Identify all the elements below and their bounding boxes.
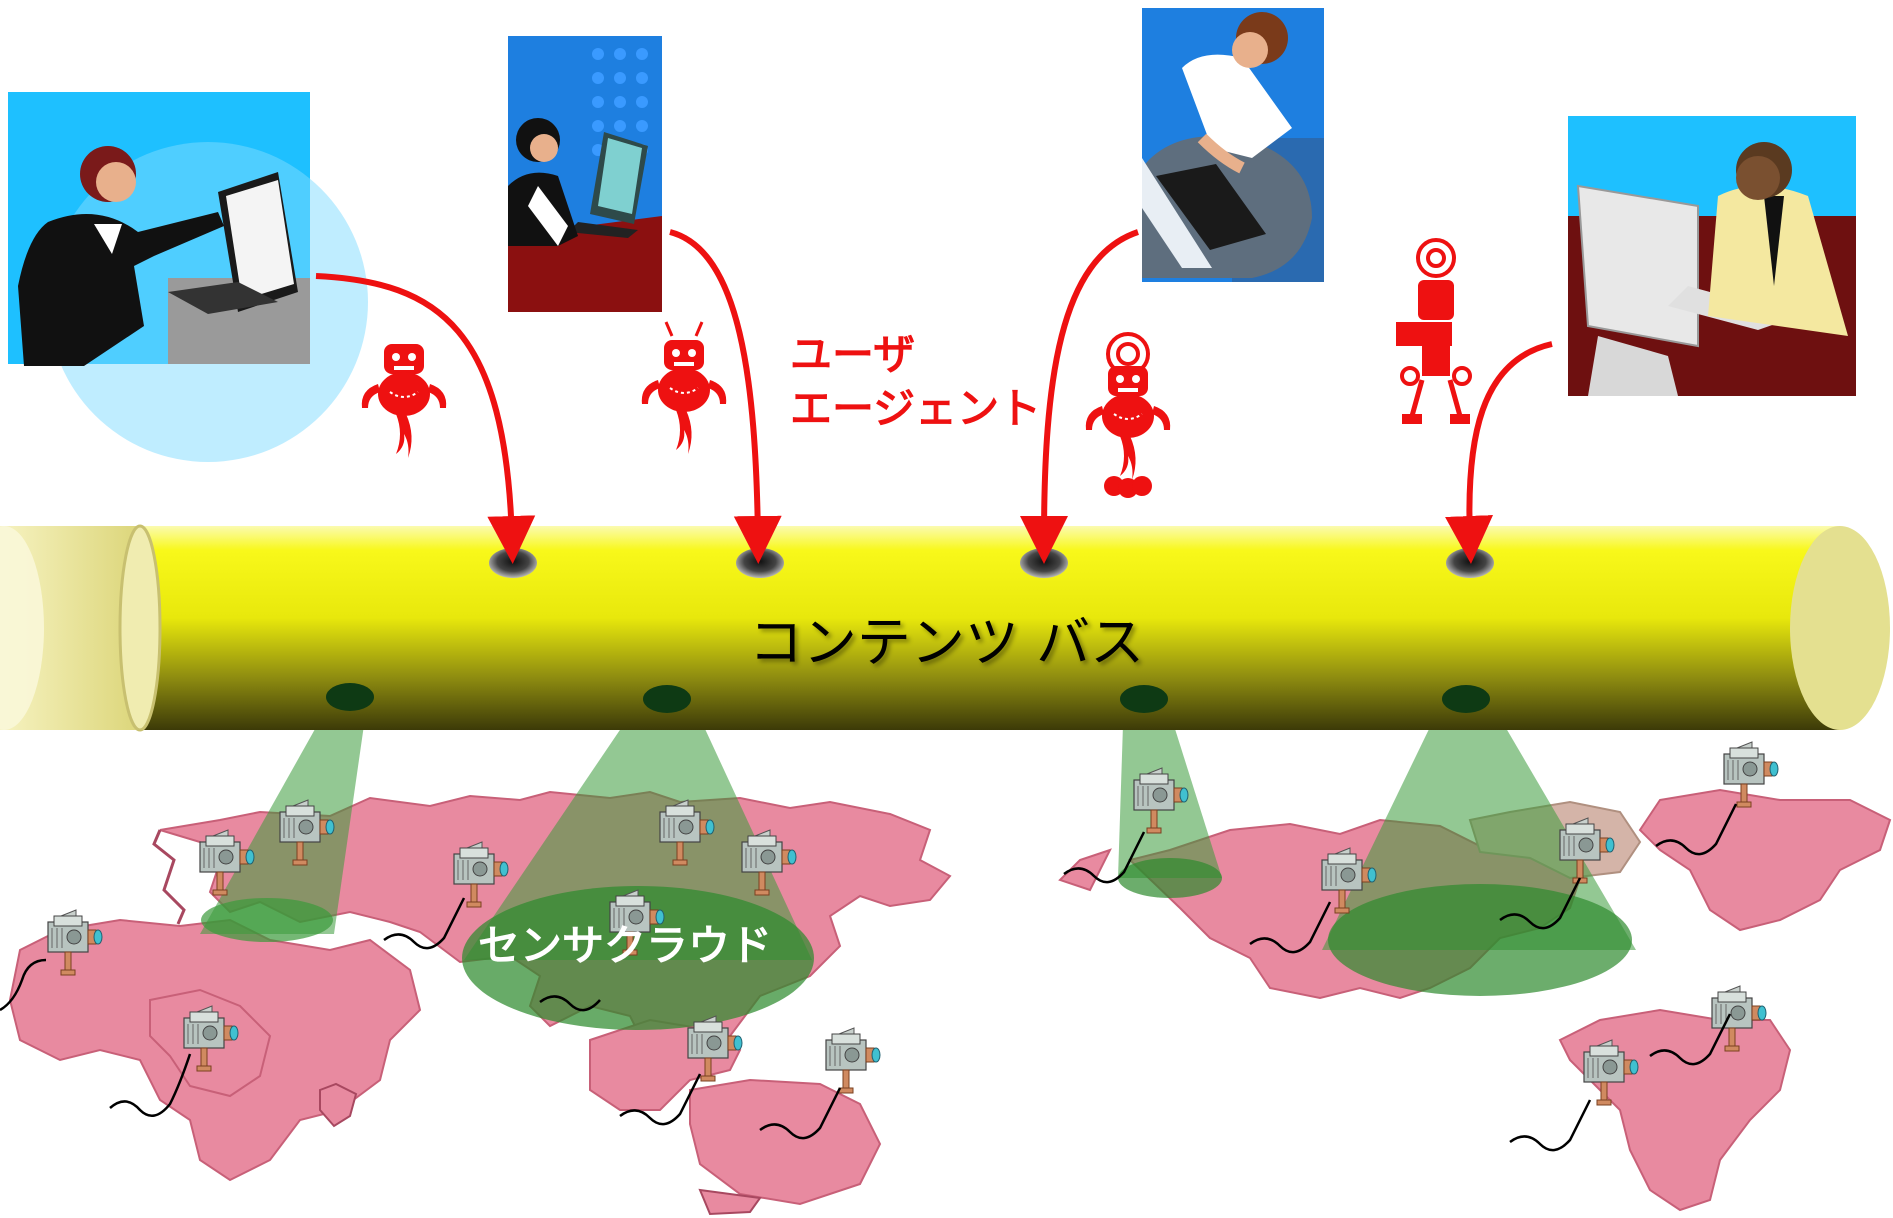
- bus-port: [736, 548, 784, 578]
- user-agent-label-line2: エージェント: [790, 384, 1042, 433]
- sensor-cables: [0, 803, 1738, 1152]
- camera-sensor-icon: [825, 1027, 881, 1094]
- user-agent-label: ユーザ エージェント: [790, 328, 1041, 436]
- bus-port: [1020, 548, 1068, 578]
- user-tile-2: [508, 36, 662, 312]
- user-tile-3: [1142, 8, 1324, 282]
- robot-icon: [1084, 332, 1172, 498]
- robot-icon: [1396, 238, 1472, 424]
- bus-port: [1446, 548, 1494, 578]
- content-bus-tube: [0, 524, 1890, 732]
- robot-icon: [360, 343, 448, 459]
- user-tile-4: [1568, 116, 1856, 396]
- agent-arrows: [315, 229, 1553, 564]
- content-bus-label: コンテンツ バス: [748, 611, 1145, 674]
- robot-icon: [640, 321, 728, 455]
- bus-port: [489, 548, 537, 578]
- sensor-cloud-label: センサクラウド: [478, 921, 773, 970]
- user-agent-label-line1: ユーザ: [790, 330, 916, 379]
- user-tile-1: [8, 92, 368, 462]
